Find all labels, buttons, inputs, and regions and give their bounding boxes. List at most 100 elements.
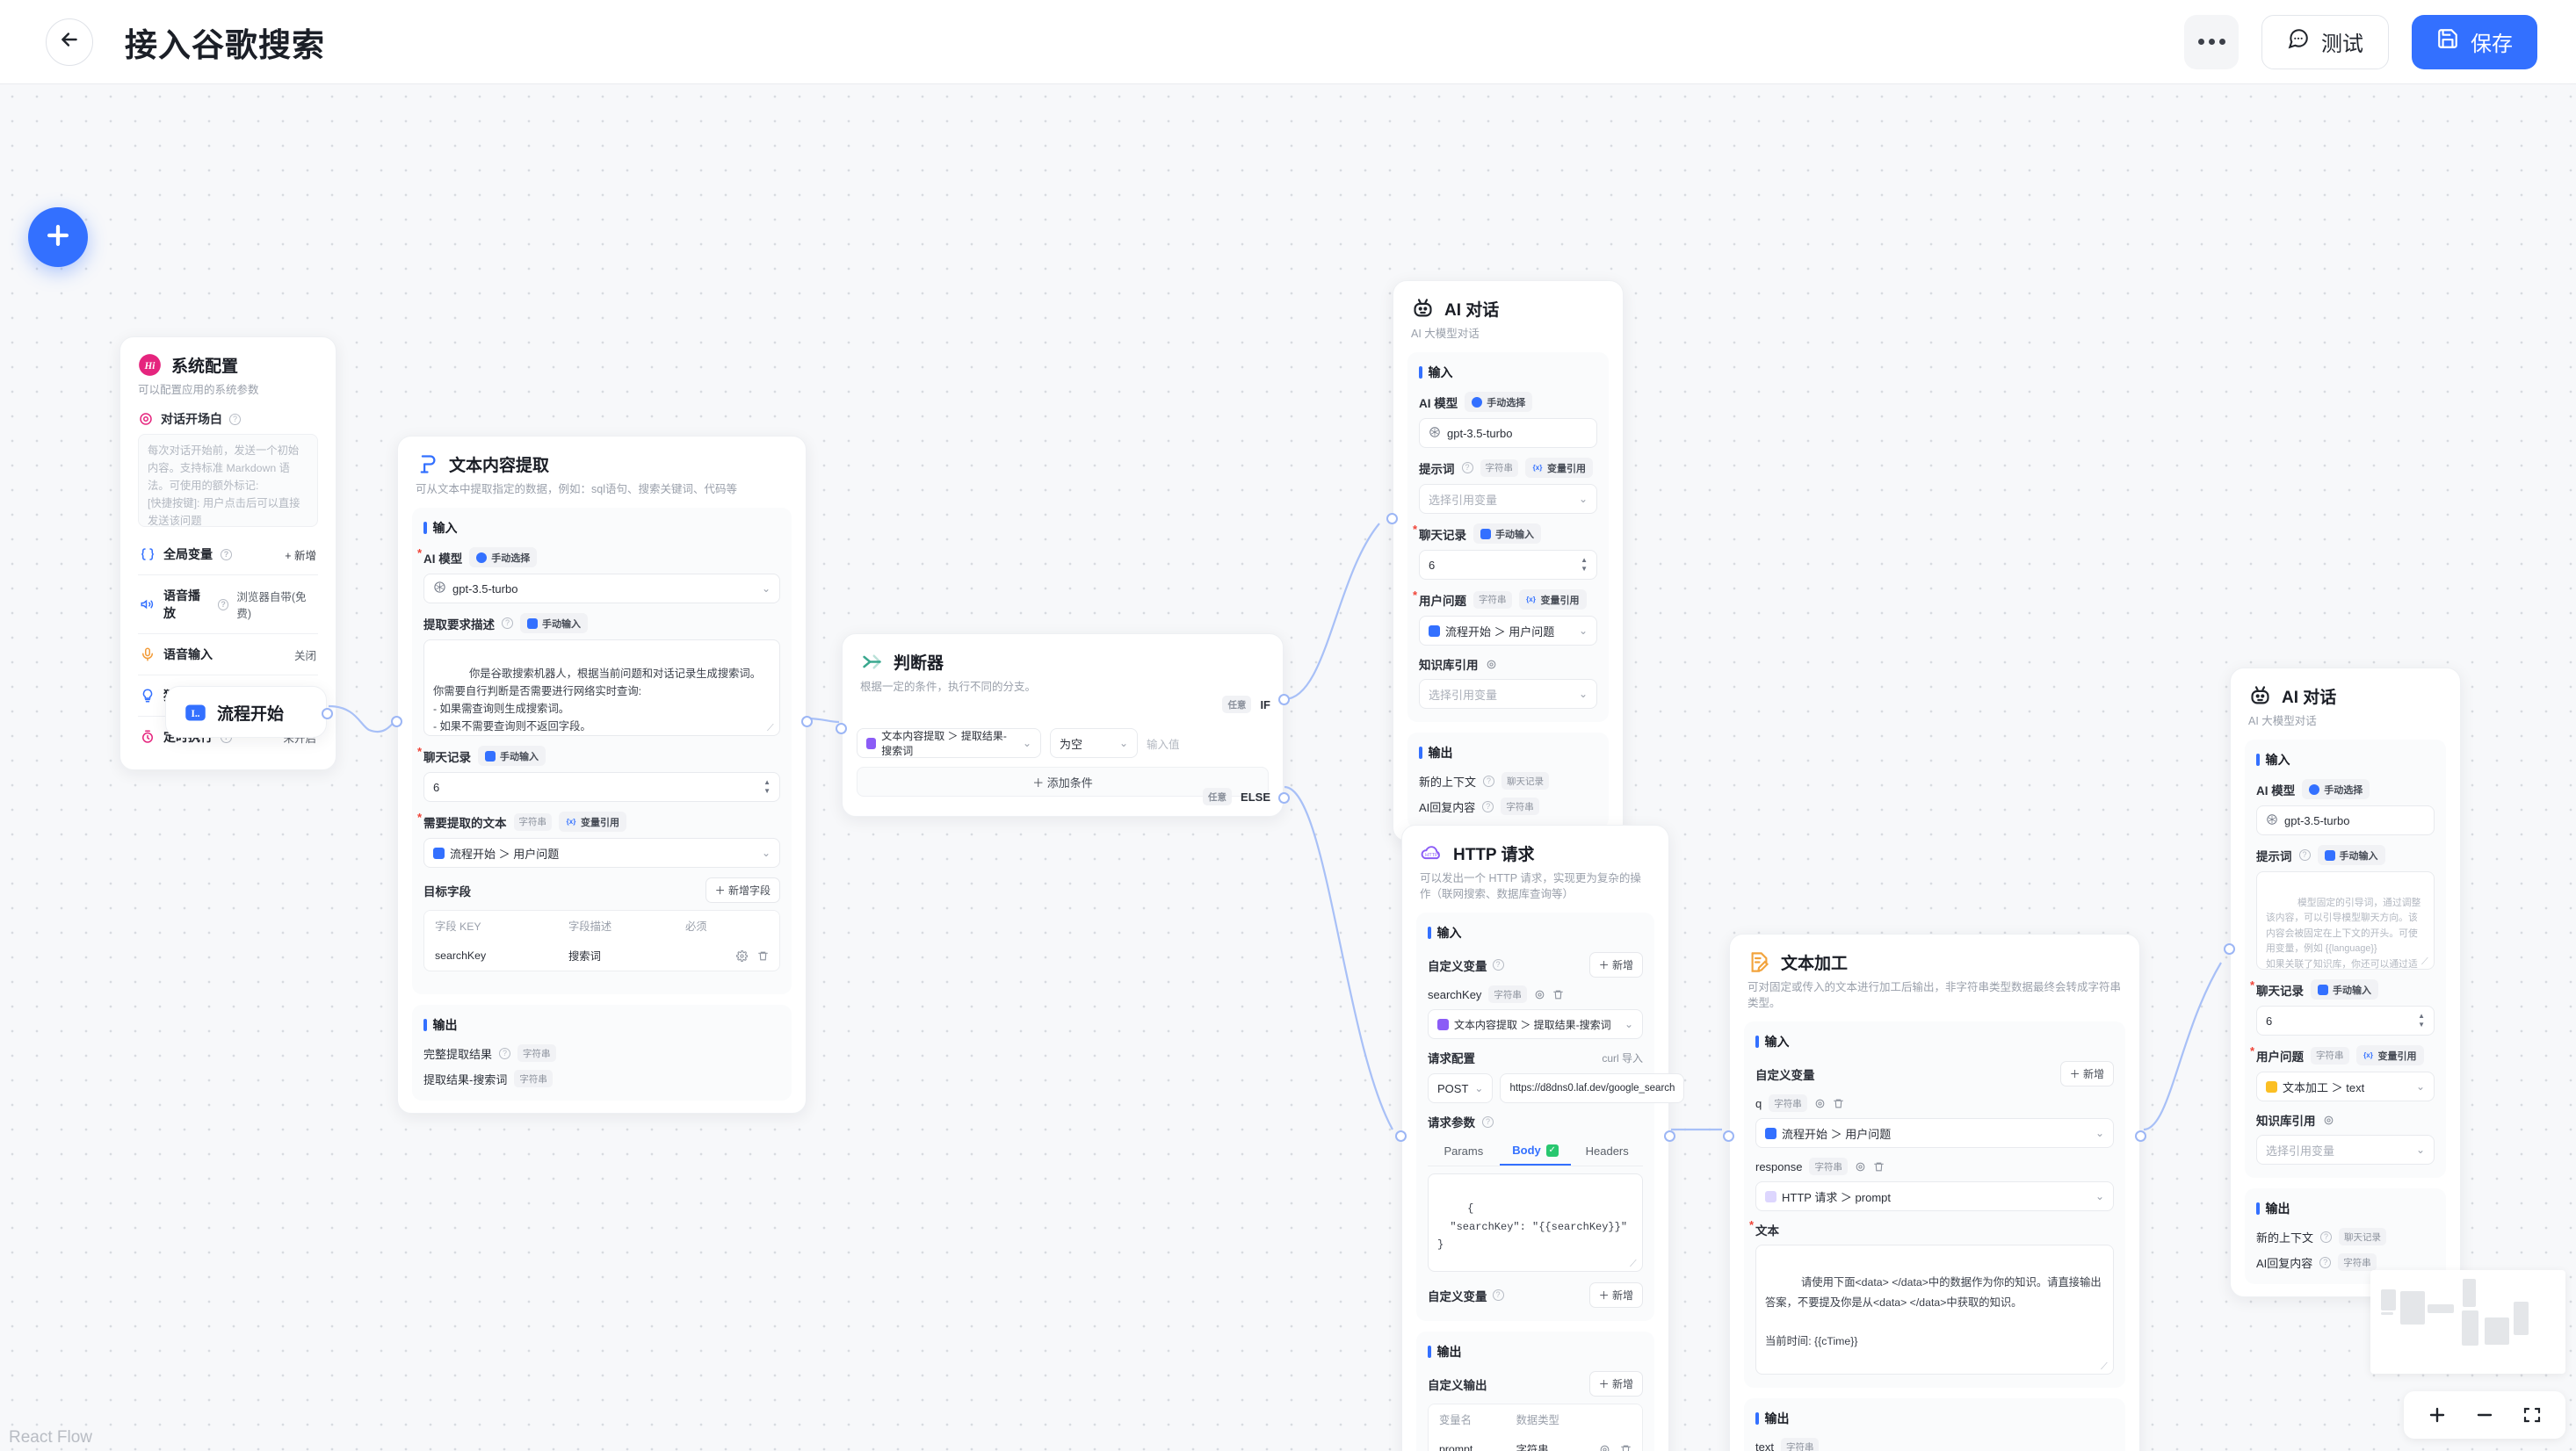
trash-icon[interactable] — [1873, 1161, 1885, 1173]
condition-variable-select[interactable]: 文本内容提取 ＞ 提取结果-搜索词 ⌄ — [857, 728, 1041, 759]
text-textarea[interactable]: 请使用下面<data> </data>中的数据作为你的知识。请直接输出答案，不要… — [1755, 1245, 2114, 1375]
config-row-voice-play[interactable]: 语音播放 ? 浏览器自带(免费) — [138, 575, 318, 635]
stepper-arrows-icon[interactable]: ▲▼ — [2418, 1012, 2425, 1029]
handle-text-process-in[interactable] — [1723, 1130, 1734, 1142]
gear-icon[interactable] — [1855, 1161, 1866, 1173]
config-row-value[interactable]: 浏览器自带(免费) — [236, 591, 307, 621]
add-custom-var-button[interactable]: ＋ 新增 — [2059, 1061, 2114, 1087]
gear-icon[interactable] — [1599, 1444, 1610, 1451]
manual-input-chip[interactable]: 手动输入 — [1473, 523, 1541, 545]
handle-condition-if-out[interactable] — [1278, 694, 1290, 705]
chat-log-stepper[interactable]: 6 ▲▼ — [423, 772, 780, 803]
resize-handle-icon[interactable]: ⟋ — [767, 723, 774, 734]
chat-log-stepper[interactable]: 6 ▲▼ — [1419, 550, 1597, 581]
add-condition-button[interactable]: ＋ 添加条件 — [857, 767, 1269, 798]
gear-icon[interactable] — [1534, 989, 1545, 1000]
config-row-value[interactable]: + 新增 — [285, 549, 316, 562]
add-custom-var-button[interactable]: ＋ 新增 — [1588, 952, 1643, 978]
tab-params[interactable]: Params — [1444, 1144, 1484, 1159]
add-node-button[interactable] — [28, 207, 88, 267]
manual-input-chip[interactable]: 手动输入 — [520, 613, 588, 634]
handle-condition-in[interactable] — [836, 723, 847, 734]
add-custom-var2-button[interactable]: ＋ 新增 — [1588, 1282, 1643, 1309]
user-question-select[interactable]: 流程开始 ＞ 用户问题 ⌄ — [1419, 616, 1597, 646]
config-row-global-variable[interactable]: 全局变量 ? + 新增 — [138, 534, 318, 576]
manual-select-chip[interactable]: 手动选择 — [469, 547, 538, 568]
tab-headers[interactable]: Headers — [1585, 1144, 1629, 1159]
node-condition[interactable]: 判断器 根据一定的条件，执行不同的分支。 任意 IF 文本内容提取 ＞ 提取结果… — [836, 633, 1290, 818]
var-response-select[interactable]: HTTP 请求 ＞ prompt ⌄ — [1755, 1181, 2114, 1212]
handle-text-process-out[interactable] — [2135, 1130, 2146, 1142]
save-button[interactable]: 保存 — [2412, 14, 2537, 69]
handle-condition-else-out[interactable] — [1278, 792, 1290, 805]
minimap[interactable] — [2370, 1270, 2565, 1374]
user-question-select[interactable]: 文本加工 ＞ text ⌄ — [2256, 1072, 2435, 1102]
ai-model-select[interactable]: gpt-3.5-turbo — [1419, 418, 1597, 449]
prompt-select[interactable]: 选择引用变量 ⌄ — [1419, 484, 1597, 515]
var-q-select[interactable]: 流程开始 ＞ 用户问题 ⌄ — [1755, 1118, 2114, 1149]
chat-log-stepper[interactable]: 6 ▲▼ — [2256, 1006, 2435, 1036]
table-row[interactable]: searchKey 搜索词 — [424, 941, 779, 971]
ai-model-select[interactable]: gpt-3.5-turbo ⌄ — [423, 574, 780, 604]
handle-ai-chat-top-in[interactable] — [1386, 513, 1398, 524]
var-ref-chip[interactable]: {x}变量引用 — [1525, 458, 1593, 479]
gear-icon[interactable] — [1486, 659, 1497, 670]
searchkey-var-select[interactable]: 文本内容提取 ＞ 提取结果-搜索词 ⌄ — [1428, 1009, 1643, 1040]
node-ai-chat-right[interactable]: AI 对话 AI 大模型对话 输入 AI 模型 手动选择 gpt-3.5-tur… — [2224, 668, 2461, 1298]
zoom-out-button[interactable] — [2474, 1404, 2495, 1426]
condition-value-input[interactable]: 输入值 — [1147, 738, 1180, 751]
kb-select[interactable]: 选择引用变量 ⌄ — [2256, 1135, 2435, 1166]
var-ref-chip[interactable]: {x}变量引用 — [2355, 1045, 2424, 1066]
prompt-textarea[interactable]: 模型固定的引导词，通过调整该内容，可以引导模型聊天方向。该内容会被固定在上下文的… — [2256, 871, 2435, 971]
handle-flow-start-out[interactable] — [322, 708, 333, 719]
opening-textarea[interactable]: 每次对话开始前，发送一个初始内容。支持标准 Markdown 语法。可使用的额外… — [138, 434, 318, 528]
handle-http-out[interactable] — [1664, 1130, 1675, 1142]
node-flow-start[interactable]: I.. 流程开始 — [165, 686, 333, 738]
trash-icon[interactable] — [1833, 1098, 1844, 1109]
more-options-button[interactable] — [2184, 14, 2239, 69]
gear-icon[interactable] — [736, 949, 748, 962]
resize-handle-icon[interactable]: ⟋ — [2101, 1361, 2108, 1373]
gear-icon[interactable] — [1814, 1098, 1826, 1109]
handle-http-in[interactable] — [1395, 1130, 1407, 1142]
handle-ai-chat-right-in[interactable] — [2224, 943, 2235, 955]
trash-icon[interactable] — [1620, 1444, 1632, 1451]
gear-icon[interactable] — [2323, 1115, 2334, 1126]
tab-body[interactable]: Body ✓ — [1499, 1137, 1572, 1166]
zoom-in-button[interactable] — [2427, 1404, 2448, 1426]
fit-view-button[interactable] — [2522, 1404, 2543, 1426]
source-text-select[interactable]: 流程开始 ＞ 用户问题 ⌄ — [423, 838, 780, 869]
node-text-extract[interactable]: 文本内容提取 可从文本中提取指定的数据，例如：sql语句、搜索关键词、代码等 输… — [391, 436, 813, 1115]
extract-req-textarea[interactable]: 你是谷歌搜索机器人，根据当前问题和对话记录生成搜索词。你需要自行判断是否需要进行… — [423, 639, 780, 737]
config-row-value[interactable]: 关闭 — [293, 649, 316, 662]
node-http-request[interactable]: HTTP HTTP 请求 可以发出一个 HTTP 请求，实现更为复杂的操作（联网… — [1395, 825, 1685, 1451]
resize-handle-icon[interactable]: ⟋ — [2421, 957, 2428, 968]
manual-input-chip[interactable]: 手动输入 — [2311, 979, 2378, 1000]
ai-model-select[interactable]: gpt-3.5-turbo — [2256, 805, 2435, 836]
kb-select[interactable]: 选择引用变量 ⌄ — [1419, 679, 1597, 710]
stepper-arrows-icon[interactable]: ▲▼ — [763, 778, 771, 796]
trash-icon[interactable] — [757, 950, 769, 962]
manual-select-chip[interactable]: 手动选择 — [2302, 779, 2370, 800]
var-ref-chip[interactable]: {x}变量引用 — [559, 812, 626, 833]
handle-extract-out[interactable] — [801, 716, 813, 727]
http-method-select[interactable]: POST ⌄ — [1428, 1073, 1494, 1104]
handle-extract-in[interactable] — [391, 716, 402, 727]
resize-handle-icon[interactable]: ⟋ — [1630, 1259, 1637, 1270]
add-field-button[interactable]: ＋ 新增字段 — [705, 877, 780, 904]
http-body-editor[interactable]: { "searchKey": "{{searchKey}}" } ⟋ — [1428, 1173, 1643, 1273]
manual-input-chip[interactable]: 手动输入 — [478, 746, 546, 767]
stepper-arrows-icon[interactable]: ▲▼ — [1581, 556, 1588, 574]
node-system-config[interactable]: Hi 系统配置 可以配置应用的系统参数 对话开场白 ? 每次对话开始前，发送一个… — [119, 336, 336, 771]
node-text-process[interactable]: 文本加工 可对固定或传入的文本进行加工后输出，非字符串类型数据最终会转成字符串类… — [1723, 934, 2146, 1451]
condition-operator-select[interactable]: 为空 ⌄ — [1050, 728, 1138, 759]
back-button[interactable] — [46, 18, 93, 66]
config-row-voice-input[interactable]: 语音输入 关闭 — [138, 634, 318, 676]
manual-input-chip[interactable]: 手动输入 — [2317, 845, 2385, 866]
flow-canvas[interactable]: Hi 系统配置 可以配置应用的系统参数 对话开场白 ? 每次对话开始前，发送一个… — [0, 84, 2576, 1451]
add-custom-output-button[interactable]: ＋ 新增 — [1588, 1371, 1643, 1397]
curl-import-button[interactable]: curl 导入 — [1602, 1051, 1643, 1065]
table-row[interactable]: prompt 字符串 — [1429, 1434, 1642, 1451]
var-ref-chip[interactable]: {x}变量引用 — [1518, 589, 1587, 610]
node-ai-chat-top[interactable]: AI 对话 AI 大模型对话 输入 AI 模型 手动选择 gpt-3.5-tur… — [1386, 280, 1624, 842]
